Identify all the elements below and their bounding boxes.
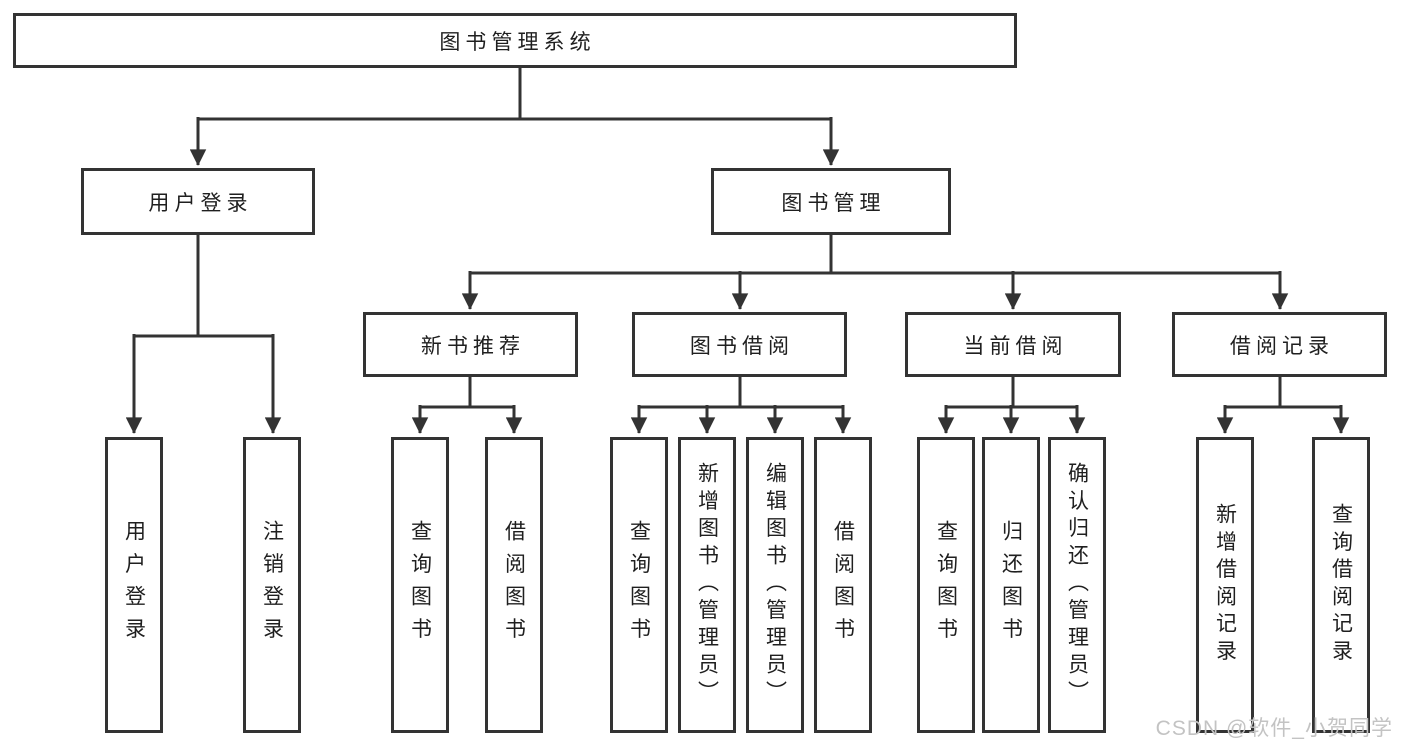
- leaf-borrow-query-books: 查询图书: [610, 437, 668, 733]
- connector-user-login-bus: [134, 235, 273, 338]
- node-borrow-records-label: 借阅记录: [1229, 334, 1335, 358]
- leaf-borrow-add-books-admin-label: 新增图书（管理员）: [695, 462, 719, 708]
- node-current-borrow: 当前借阅: [905, 312, 1121, 377]
- connector-current-bus: [946, 377, 1077, 409]
- node-borrow-records: 借阅记录: [1172, 312, 1387, 377]
- leaf-records-query-record-label: 查询借阅记录: [1329, 503, 1353, 667]
- leaf-user-login: 用户登录: [105, 437, 163, 733]
- leaf-current-query-books: 查询图书: [917, 437, 975, 733]
- leaf-recommend-borrow-books-label: 借阅图书: [502, 519, 526, 651]
- leaf-borrow-add-books-admin: 新增图书（管理员）: [678, 437, 736, 733]
- leaf-borrow-query-books-label: 查询图书: [627, 519, 651, 651]
- connector-records-bus: [1225, 377, 1341, 409]
- node-new-book-recommend: 新书推荐: [363, 312, 578, 377]
- node-book-management-label: 图书管理: [781, 191, 886, 215]
- leaf-records-add-record: 新增借阅记录: [1196, 437, 1254, 733]
- leaf-records-query-record: 查询借阅记录: [1312, 437, 1370, 733]
- csdn-watermark: CSDN @软件_小贺同学: [1155, 717, 1393, 740]
- leaf-recommend-query-books-label: 查询图书: [408, 519, 432, 651]
- node-user-login-label: 用户登录: [148, 191, 253, 215]
- node-book-borrow-label: 图书借阅: [689, 334, 795, 358]
- leaf-current-query-books-label: 查询图书: [934, 519, 958, 651]
- node-root-system: 图书管理系统: [13, 13, 1017, 68]
- node-root-label: 图书管理系统: [439, 30, 596, 54]
- leaf-current-return-books: 归还图书: [982, 437, 1040, 733]
- node-book-management: 图书管理: [711, 168, 951, 235]
- leaf-current-confirm-return-admin-label: 确认归还（管理员）: [1065, 462, 1089, 708]
- leaf-borrow-borrow-books: 借阅图书: [814, 437, 872, 733]
- leaf-borrow-edit-books-admin: 编辑图书（管理员）: [746, 437, 804, 733]
- connector-book-management-bus: [470, 235, 1280, 275]
- leaf-recommend-borrow-books: 借阅图书: [485, 437, 543, 733]
- leaf-records-add-record-label: 新增借阅记录: [1213, 503, 1237, 667]
- leaf-current-return-books-label: 归还图书: [999, 519, 1023, 651]
- leaf-recommend-query-books: 查询图书: [391, 437, 449, 733]
- leaf-logout-label: 注销登录: [260, 519, 284, 651]
- leaf-logout: 注销登录: [243, 437, 301, 733]
- node-book-borrow: 图书借阅: [632, 312, 847, 377]
- connector-root-bus: [198, 68, 831, 121]
- node-current-borrow-label: 当前借阅: [963, 334, 1068, 358]
- leaf-borrow-edit-books-admin-label: 编辑图书（管理员）: [763, 462, 787, 708]
- node-new-book-recommend-label: 新书推荐: [420, 334, 526, 358]
- leaf-current-confirm-return-admin: 确认归还（管理员）: [1048, 437, 1106, 733]
- connector-borrow-bus: [639, 377, 843, 409]
- leaf-user-login-label: 用户登录: [122, 519, 146, 651]
- leaf-borrow-borrow-books-label: 借阅图书: [831, 519, 855, 651]
- connector-recommend-bus: [420, 377, 514, 409]
- node-user-login: 用户登录: [81, 168, 315, 235]
